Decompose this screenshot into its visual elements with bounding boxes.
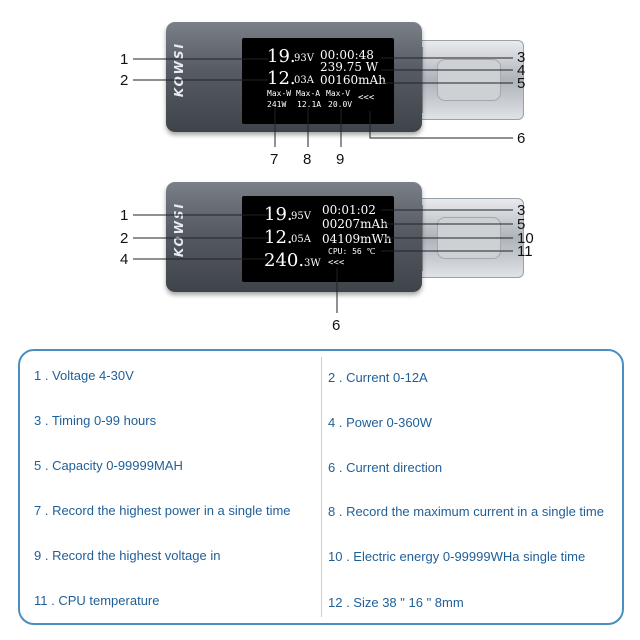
- callout-number: 8: [303, 151, 312, 168]
- feature-legend-table: 1 . Voltage 4-30V 2 . Current 0-12A 3 . …: [18, 349, 624, 625]
- legend-item: 4 . Power 0-360W: [328, 415, 433, 430]
- callout-number: 2: [120, 230, 129, 247]
- current-direction-icon: <<<: [328, 258, 345, 268]
- current-value: 12.: [264, 227, 293, 248]
- callout-number: 1: [120, 207, 129, 224]
- legend-item: 7 . Record the highest power in a single…: [34, 503, 291, 518]
- callout-number: 2: [120, 72, 129, 89]
- usb-c-port-icon: [437, 59, 501, 101]
- legend-item: 2 . Current 0-12A: [328, 370, 428, 385]
- capacity-value: 00160mAh: [320, 73, 386, 87]
- callout-number: 5: [517, 75, 526, 92]
- callout-number: 7: [270, 151, 279, 168]
- legend-item: 8 . Record the maximum current in a sing…: [328, 504, 604, 519]
- legend-item: 11 . CPU temperature: [34, 593, 160, 608]
- callout-number: 1: [120, 51, 129, 68]
- lcd-screen: 19. 93V 00:00:48 239.75 W 12. 03A 00160m…: [242, 38, 394, 124]
- voltage-value: 19.: [267, 46, 296, 67]
- voltage-value: 19.: [264, 204, 293, 225]
- max-current-label: Max-A: [296, 89, 321, 98]
- callout-number: 3: [517, 49, 526, 66]
- max-voltage-value: 20.0V: [328, 100, 353, 109]
- legend-item: 5 . Capacity 0-99999MAH: [34, 458, 183, 473]
- legend-item: 6 . Current direction: [328, 460, 443, 475]
- cpu-temperature: CPU: 56 ℃: [328, 247, 376, 256]
- callout-number: 9: [336, 151, 345, 168]
- timer-value: 00:01:02: [322, 203, 376, 217]
- callout-number: 6: [332, 317, 341, 334]
- current-unit: 03A: [294, 75, 314, 86]
- column-divider: [321, 357, 322, 617]
- current-value: 12.: [267, 68, 296, 89]
- max-current-value: 12.1A: [297, 100, 322, 109]
- current-unit: 05A: [291, 234, 311, 245]
- callout-number: 4: [517, 62, 526, 79]
- voltage-unit: 93V: [294, 53, 314, 64]
- capacity-value: 00207mAh: [322, 217, 388, 231]
- legend-item: 1 . Voltage 4-30V: [34, 368, 134, 383]
- voltage-unit: 95V: [291, 211, 311, 222]
- max-voltage-label: Max-V: [326, 89, 351, 98]
- callout-number: 6: [517, 130, 526, 147]
- power-unit: 3W: [304, 258, 321, 269]
- callout-number: 11: [517, 243, 533, 260]
- callout-number: 5: [517, 216, 526, 233]
- power-value: 239.75 W: [320, 60, 379, 74]
- legend-item: 10 . Electric energy 0-99999WHa single t…: [328, 549, 586, 564]
- callout-number: 3: [517, 202, 526, 219]
- current-direction-icon: <<<: [358, 93, 375, 103]
- max-power-value: 241W: [267, 100, 287, 109]
- legend-item: 12 . Size 38 " 16 " 8mm: [328, 595, 464, 610]
- power-value: 240.: [264, 250, 305, 271]
- lcd-screen: 19. 95V 00:01:02 00207mAh 12. 05A 04109m…: [242, 196, 394, 282]
- callout-number: 4: [120, 251, 129, 268]
- timer-value: 00:00:48: [320, 48, 374, 62]
- callout-number: 10: [517, 230, 534, 247]
- energy-value: 04109mWh: [322, 232, 392, 246]
- legend-item: 3 . Timing 0-99 hours: [34, 413, 157, 428]
- max-power-label: Max-W: [267, 89, 292, 98]
- legend-item: 9 . Record the highest voltage in: [34, 548, 221, 563]
